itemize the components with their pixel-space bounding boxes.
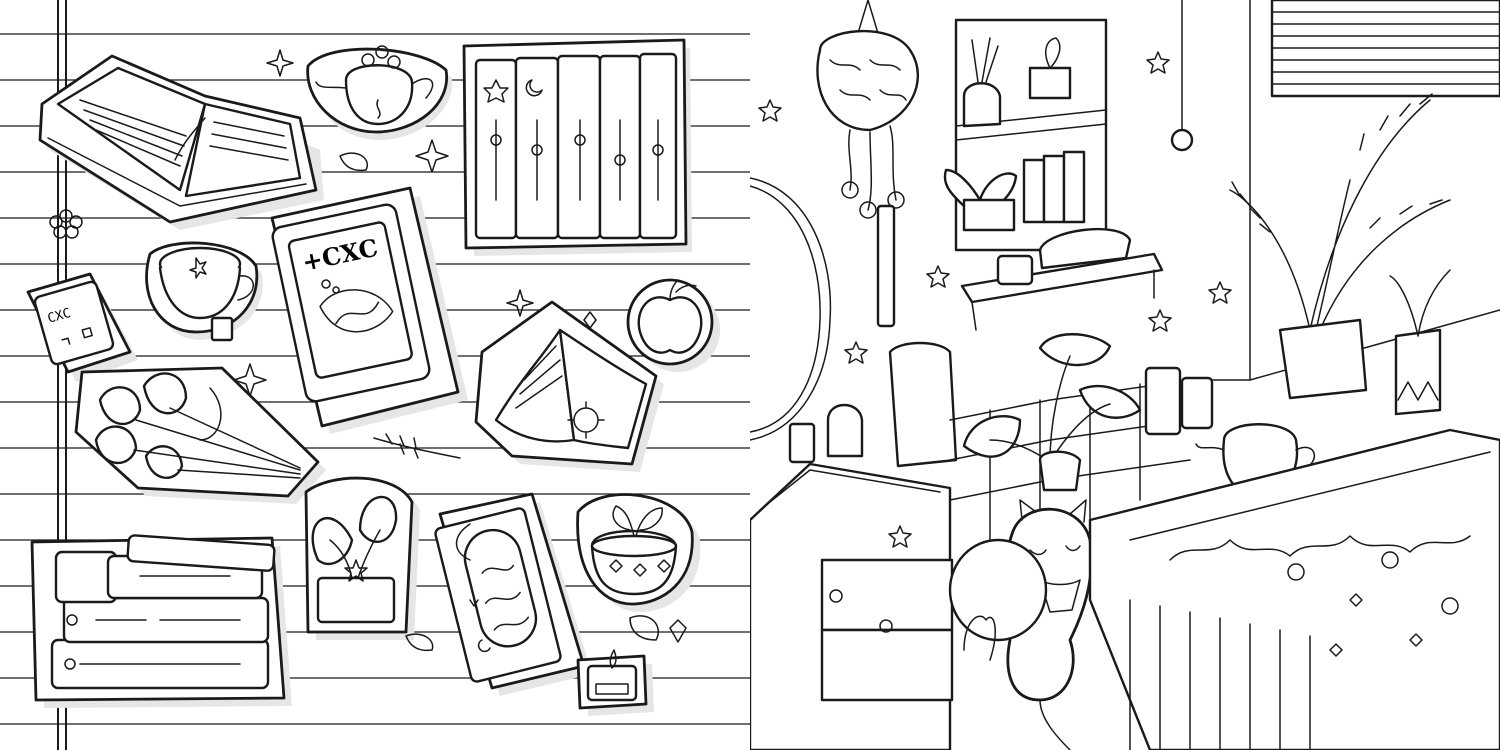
- sparkle-icon: [415, 139, 449, 173]
- bathtub-icon: [1088, 428, 1500, 750]
- leaf-icon: [629, 615, 659, 641]
- round-mirror-edge: [750, 177, 832, 441]
- sprout-cup-icon: [576, 493, 701, 612]
- wall-shelf-icon: [943, 18, 1108, 252]
- tulip-bouquet-icon: [74, 366, 326, 504]
- apple-icon: [626, 278, 720, 372]
- right-page-bathroom: [750, 0, 1500, 750]
- book-stack-icon: [30, 534, 292, 708]
- leaf-icon: [339, 152, 369, 172]
- lower-shelf-icon: [960, 227, 1164, 331]
- book-row-icon: [462, 38, 692, 256]
- teapot-icon: [306, 45, 453, 140]
- pocket-book-icon: CXC: [26, 272, 138, 382]
- sparkle-icon: [266, 49, 294, 77]
- leaf-icon: [405, 633, 434, 652]
- window-blinds-icon: [1170, 0, 1500, 152]
- monstera-plant-icon: [962, 333, 1142, 492]
- pocket-book-text: CXC: [46, 306, 73, 327]
- left-page-stickers: CXC +CXC: [0, 0, 750, 750]
- tea-cup-icon: [145, 241, 263, 342]
- tulip-small-icon: [963, 615, 996, 661]
- potted-plant-icon: [304, 476, 420, 640]
- star-icons: [758, 51, 1232, 548]
- fairy-tale-book-icon: [434, 492, 592, 696]
- candle-jar-icon: [1144, 366, 1214, 436]
- sparkle-icon: [506, 289, 534, 317]
- open-journal-icon: [474, 300, 664, 472]
- palm-plant-icon: [1229, 93, 1451, 416]
- twig-icon: [373, 433, 461, 459]
- bathroom-illustration: [750, 0, 1500, 750]
- candle-icon: [576, 649, 654, 716]
- tulip-small-icon: [669, 619, 687, 643]
- hanging-plant-icon: [816, 0, 920, 219]
- towel-rod-icon: [876, 204, 896, 328]
- vanity-icon: [750, 341, 958, 750]
- open-book-icon: [38, 54, 324, 230]
- spellbook-icon: +CXC: [270, 186, 468, 434]
- sticker-illustration: CXC +CXC: [0, 0, 750, 750]
- flower-icon: [49, 209, 83, 259]
- laundry-basket-icon: [948, 538, 1048, 642]
